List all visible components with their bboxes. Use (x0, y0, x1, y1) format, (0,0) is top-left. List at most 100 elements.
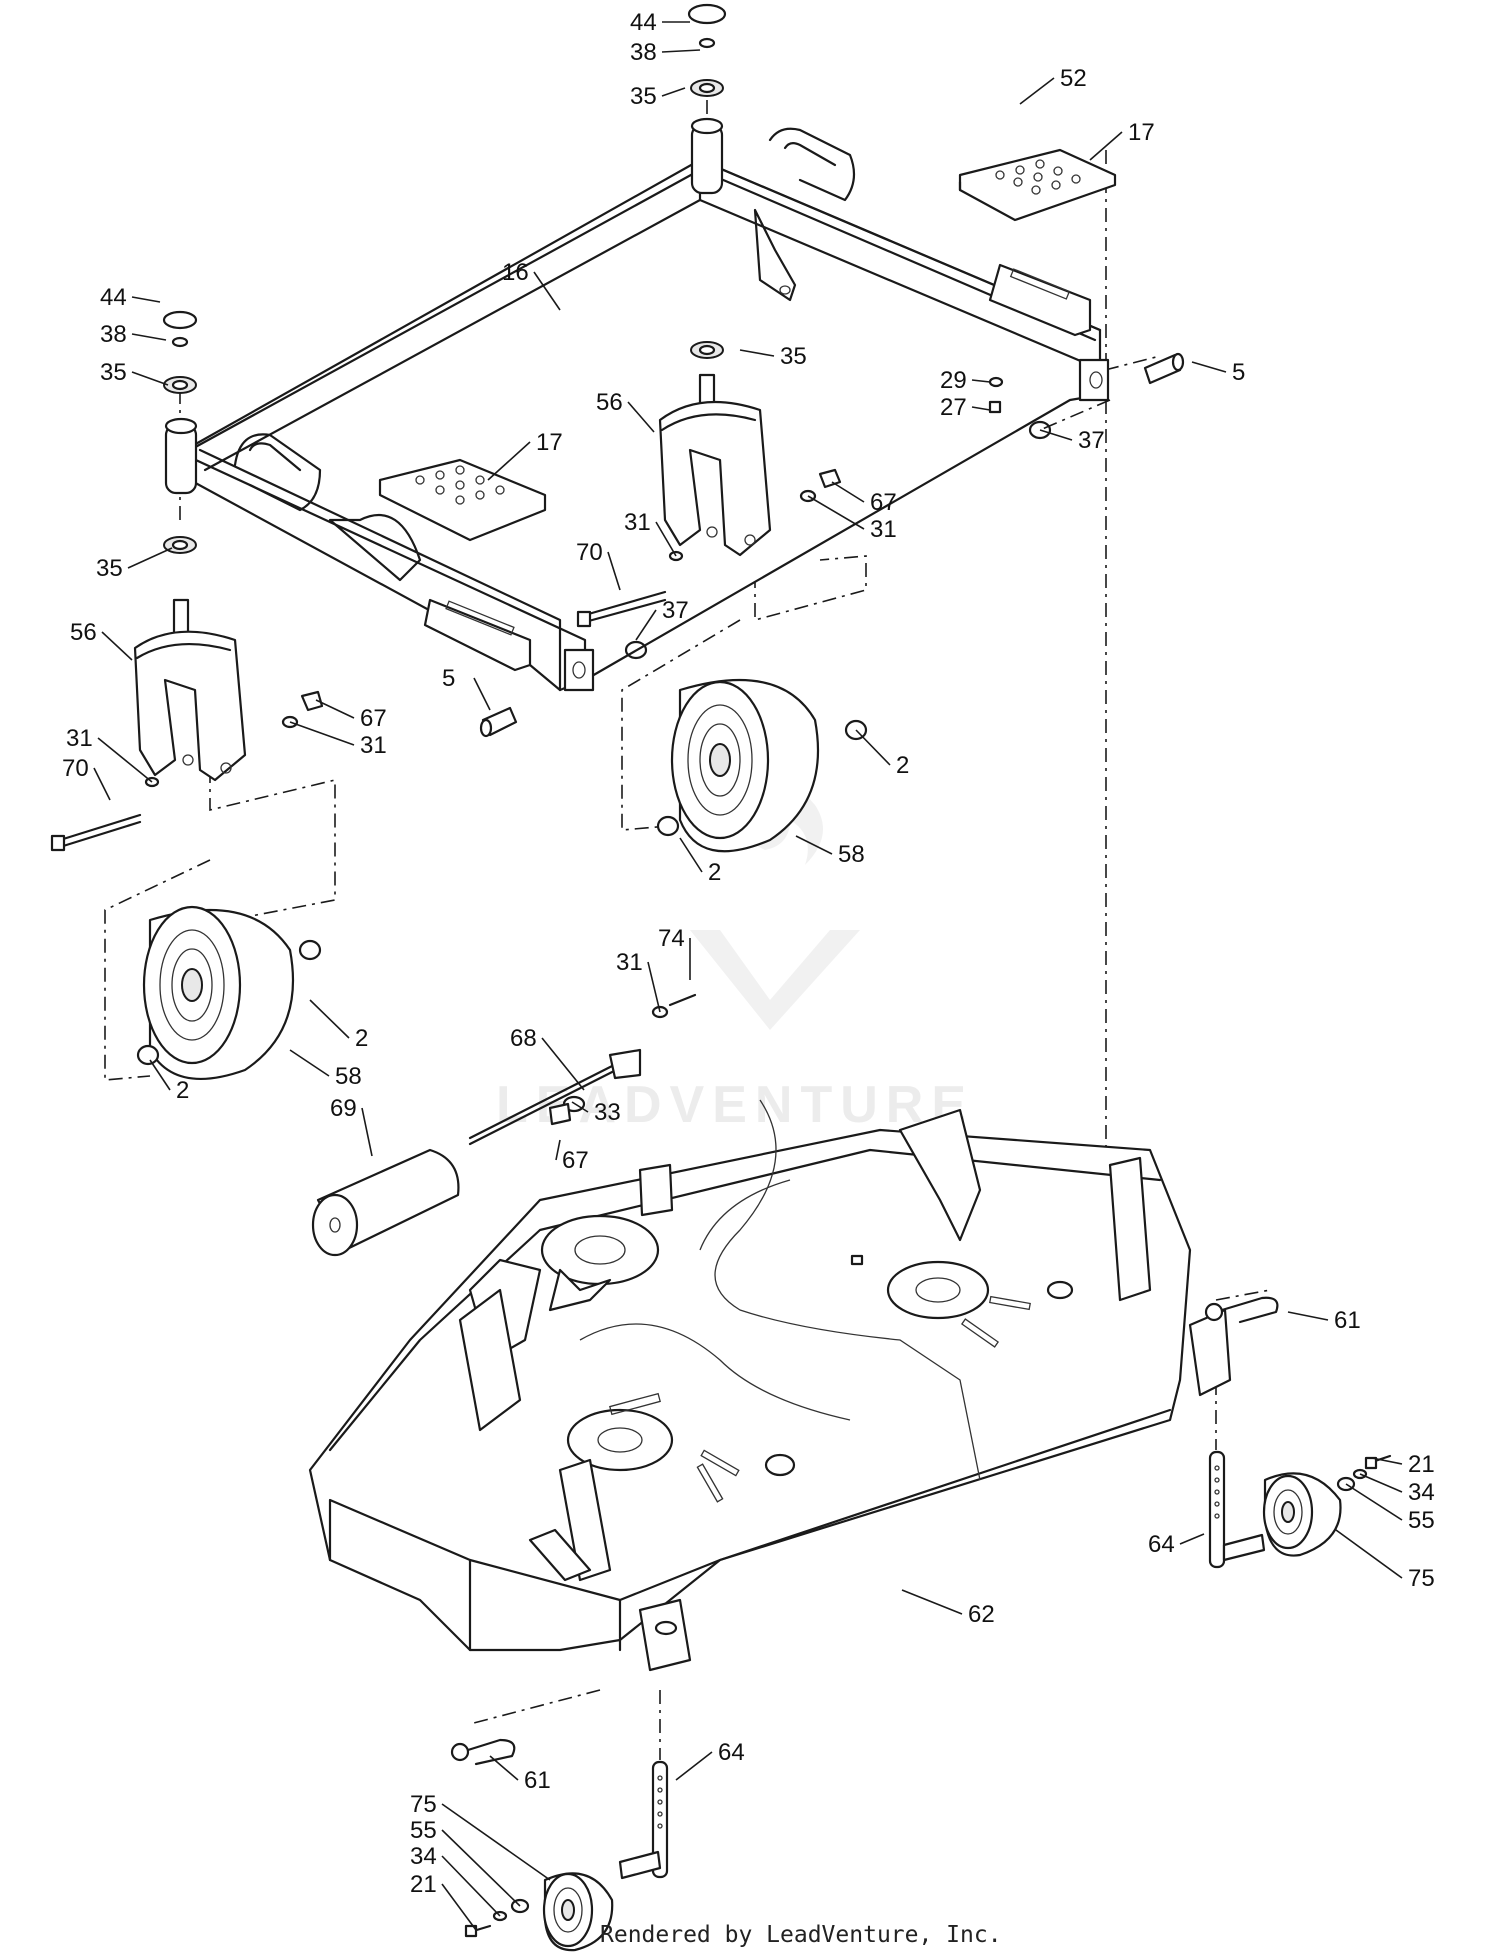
callout-37[interactable]: 37 (662, 597, 689, 624)
leader-line (661, 87, 686, 97)
callout-58[interactable]: 58 (838, 841, 865, 868)
pins-and-rings (479, 352, 1185, 738)
callout-29[interactable]: 29 (940, 367, 967, 394)
callout-21[interactable]: 21 (1408, 1451, 1435, 1478)
leader-line (441, 1883, 477, 1931)
leader-line (901, 1589, 963, 1615)
spindle-stack-mid (690, 341, 724, 359)
callout-35[interactable]: 35 (630, 83, 657, 110)
callout-64[interactable]: 64 (1148, 1531, 1175, 1558)
callout-2[interactable]: 2 (896, 752, 909, 779)
leader-line (441, 1855, 501, 1917)
leader-line (627, 401, 655, 433)
leader-line (361, 1107, 373, 1157)
leader-line (1039, 429, 1073, 441)
callout-2[interactable]: 2 (355, 1025, 368, 1052)
callout-16[interactable]: 16 (502, 259, 529, 286)
wheel-right (656, 678, 868, 853)
leader-line (533, 271, 561, 311)
caster-fork-right (658, 373, 772, 557)
leader-line (1371, 1457, 1403, 1465)
leader-line (93, 767, 111, 801)
callout-70[interactable]: 70 (62, 755, 89, 782)
callout-55[interactable]: 55 (1408, 1507, 1435, 1534)
callout-5[interactable]: 5 (442, 665, 455, 692)
leader-line (739, 349, 775, 357)
callout-70[interactable]: 70 (576, 539, 603, 566)
footplate-left (378, 458, 547, 542)
callout-62[interactable]: 62 (968, 1601, 995, 1628)
callout-31[interactable]: 31 (360, 732, 387, 759)
callout-17[interactable]: 17 (536, 429, 563, 456)
callout-33[interactable]: 33 (594, 1099, 621, 1126)
fork-hardware (50, 468, 842, 852)
leader-line (571, 1101, 589, 1113)
callout-58[interactable]: 58 (335, 1063, 362, 1090)
leader-line (1359, 1473, 1403, 1493)
callout-75[interactable]: 75 (1408, 1565, 1435, 1592)
footer-credit: Rendered by LeadVenture, Inc. (600, 1922, 1002, 1948)
leader-line (289, 721, 355, 746)
callout-52[interactable]: 52 (1060, 65, 1087, 92)
callout-34[interactable]: 34 (1408, 1479, 1435, 1506)
leader-line (607, 551, 621, 591)
gauge-wheel-left (464, 1760, 669, 1952)
leader-line (795, 835, 833, 855)
leader-line (555, 1139, 561, 1161)
callout-61[interactable]: 61 (1334, 1307, 1361, 1334)
leader-line (127, 547, 173, 569)
callout-67[interactable]: 67 (360, 705, 387, 732)
leader-line (1179, 1533, 1205, 1545)
callout-21[interactable]: 21 (410, 1871, 437, 1898)
leader-line (971, 379, 991, 383)
callout-69[interactable]: 69 (330, 1095, 357, 1122)
callout-67[interactable]: 67 (562, 1147, 589, 1174)
leader-line (971, 406, 991, 411)
spindle-stack-left (162, 310, 198, 554)
callout-67[interactable]: 67 (870, 489, 897, 516)
callout-38[interactable]: 38 (100, 321, 127, 348)
callout-5[interactable]: 5 (1232, 359, 1245, 386)
callout-2[interactable]: 2 (176, 1077, 189, 1104)
callout-labels: 4438355217164438353552927371756673131703… (62, 9, 1435, 1898)
leader-line (1019, 77, 1055, 105)
callout-31[interactable]: 31 (624, 509, 651, 536)
callout-68[interactable]: 68 (510, 1025, 537, 1052)
callout-35[interactable]: 35 (100, 359, 127, 386)
callout-56[interactable]: 56 (70, 619, 97, 646)
callout-34[interactable]: 34 (410, 1843, 437, 1870)
wheel-left (136, 905, 322, 1081)
callout-31[interactable]: 31 (616, 949, 643, 976)
callout-35[interactable]: 35 (96, 555, 123, 582)
leader-line (647, 961, 661, 1013)
callout-2[interactable]: 2 (708, 859, 721, 886)
leader-line (289, 1049, 330, 1077)
leader-line (675, 1751, 713, 1781)
callout-37[interactable]: 37 (1078, 427, 1105, 454)
leader-line (1335, 1529, 1403, 1579)
callout-74[interactable]: 74 (658, 925, 685, 952)
leader-line (1287, 1311, 1329, 1321)
leader-line (131, 296, 161, 303)
callout-31[interactable]: 31 (66, 725, 93, 752)
footplate-right (958, 148, 1117, 222)
callout-27[interactable]: 27 (940, 394, 967, 421)
callout-55[interactable]: 55 (410, 1817, 437, 1844)
callout-75[interactable]: 75 (410, 1791, 437, 1818)
callout-64[interactable]: 64 (718, 1739, 745, 1766)
callout-44[interactable]: 44 (100, 284, 127, 311)
leader-line (441, 1803, 551, 1881)
callout-38[interactable]: 38 (630, 39, 657, 66)
leader-line (1345, 1483, 1403, 1521)
callout-31[interactable]: 31 (870, 516, 897, 543)
callout-56[interactable]: 56 (596, 389, 623, 416)
callout-17[interactable]: 17 (1128, 119, 1155, 146)
leader-line (635, 609, 657, 641)
callout-61[interactable]: 61 (524, 1767, 551, 1794)
leader-line (473, 677, 491, 711)
callout-35[interactable]: 35 (780, 343, 807, 370)
leader-line (149, 1059, 171, 1091)
leader-line (855, 729, 891, 766)
callout-44[interactable]: 44 (630, 9, 657, 36)
